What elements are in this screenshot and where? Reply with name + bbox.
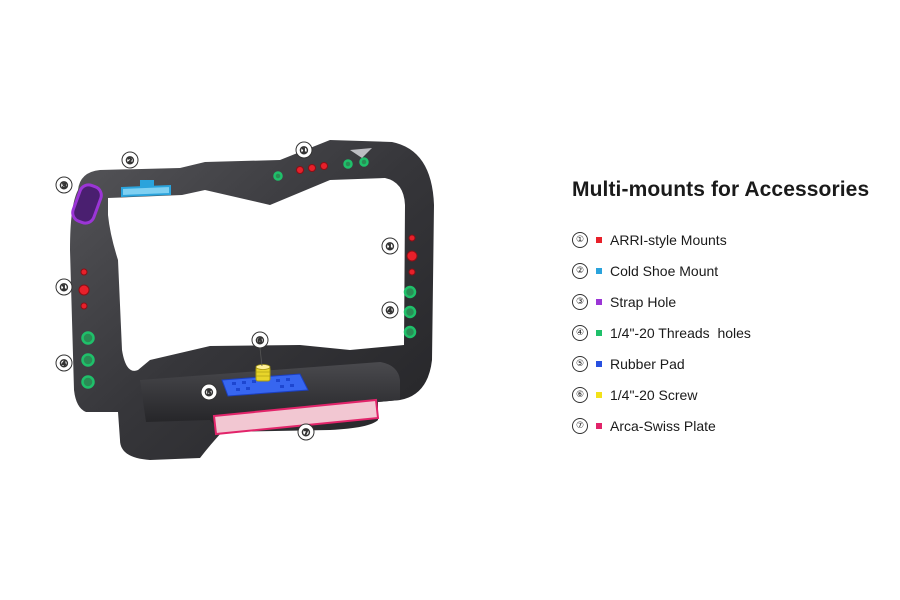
legend-label: Rubber Pad	[610, 355, 685, 372]
svg-text:⑦: ⑦	[302, 428, 311, 439]
legend-item-arca-swiss-plate: ⑦ Arca-Swiss Plate	[572, 410, 892, 441]
svg-text:②: ②	[126, 156, 135, 167]
legend-item-strap-hole: ③ Strap Hole	[572, 286, 892, 317]
camera-cage-illustration: ① ② ③ ① ① ④ ④ ⑥	[55, 140, 434, 460]
legend-number: ③	[572, 293, 588, 310]
legend-label: 1/4"-20 Threads holes	[610, 324, 751, 341]
svg-text:①: ①	[300, 146, 309, 157]
svg-text:①: ①	[386, 242, 395, 253]
legend-title: Multi-mounts for Accessories	[572, 178, 870, 201]
svg-text:①: ①	[60, 283, 69, 294]
legend-number: ⑦	[572, 417, 588, 434]
legend-number: ⑤	[572, 355, 588, 372]
brand-logo-mark	[350, 148, 372, 158]
color-swatch	[596, 267, 602, 274]
callout-5: ⑤	[200, 383, 218, 401]
svg-text:⑥: ⑥	[256, 336, 265, 347]
cold-shoe-mount	[121, 180, 171, 198]
mounting-screw	[255, 364, 271, 382]
legend-label: Cold Shoe Mount	[610, 262, 719, 279]
legend-list: ① ARRI-style Mounts ② Cold Shoe Mount ③ …	[572, 224, 892, 441]
color-swatch	[596, 236, 602, 243]
legend-item-rubber-pad: ⑤ Rubber Pad	[572, 348, 892, 379]
callout-markers: ① ② ③ ① ① ④ ④ ⑥	[55, 141, 399, 441]
legend-label: Strap Hole	[610, 293, 677, 310]
thread-holes	[81, 157, 417, 389]
color-swatch	[596, 298, 602, 305]
legend-label: ARRI-style Mounts	[610, 231, 727, 248]
strap-hole	[71, 183, 103, 225]
legend-item-cold-shoe-mount: ② Cold Shoe Mount	[572, 255, 892, 286]
callout-1-left: ①	[55, 278, 73, 296]
callout-6-leader	[259, 347, 263, 367]
accessory-legend: Multi-mounts for Accessories ① ARRI-styl…	[572, 178, 892, 441]
callout-4-right: ④	[381, 301, 399, 319]
legend-label: 1/4"-20 Screw	[610, 386, 698, 403]
color-swatch	[596, 329, 602, 336]
callout-7: ⑦	[297, 423, 315, 441]
svg-text:⑤: ⑤	[205, 388, 214, 399]
legend-number: ②	[572, 262, 588, 279]
callout-1-right: ①	[381, 237, 399, 255]
legend-number: ④	[572, 324, 588, 341]
rubber-pad-texture	[232, 378, 294, 391]
legend-number: ⑥	[572, 386, 588, 403]
svg-text:④: ④	[60, 359, 69, 370]
arca-swiss-plate	[212, 398, 380, 436]
legend-label: Arca-Swiss Plate	[610, 417, 716, 434]
color-swatch	[596, 391, 602, 398]
color-swatch	[596, 422, 602, 429]
legend-number: ①	[572, 231, 588, 248]
svg-text:④: ④	[386, 306, 395, 317]
callout-3: ③	[55, 176, 73, 194]
callout-2: ②	[121, 151, 139, 169]
callout-4-left: ④	[55, 354, 73, 372]
legend-item-screw: ⑥ 1/4"-20 Screw	[572, 379, 892, 410]
callout-1-top: ①	[295, 141, 313, 159]
legend-item-arri-mounts: ① ARRI-style Mounts	[572, 224, 892, 255]
callout-6: ⑥	[251, 331, 269, 349]
color-swatch	[596, 360, 602, 367]
arri-mounts	[78, 162, 418, 310]
svg-text:③: ③	[60, 181, 69, 192]
legend-item-thread-holes: ④ 1/4"-20 Threads holes	[572, 317, 892, 348]
